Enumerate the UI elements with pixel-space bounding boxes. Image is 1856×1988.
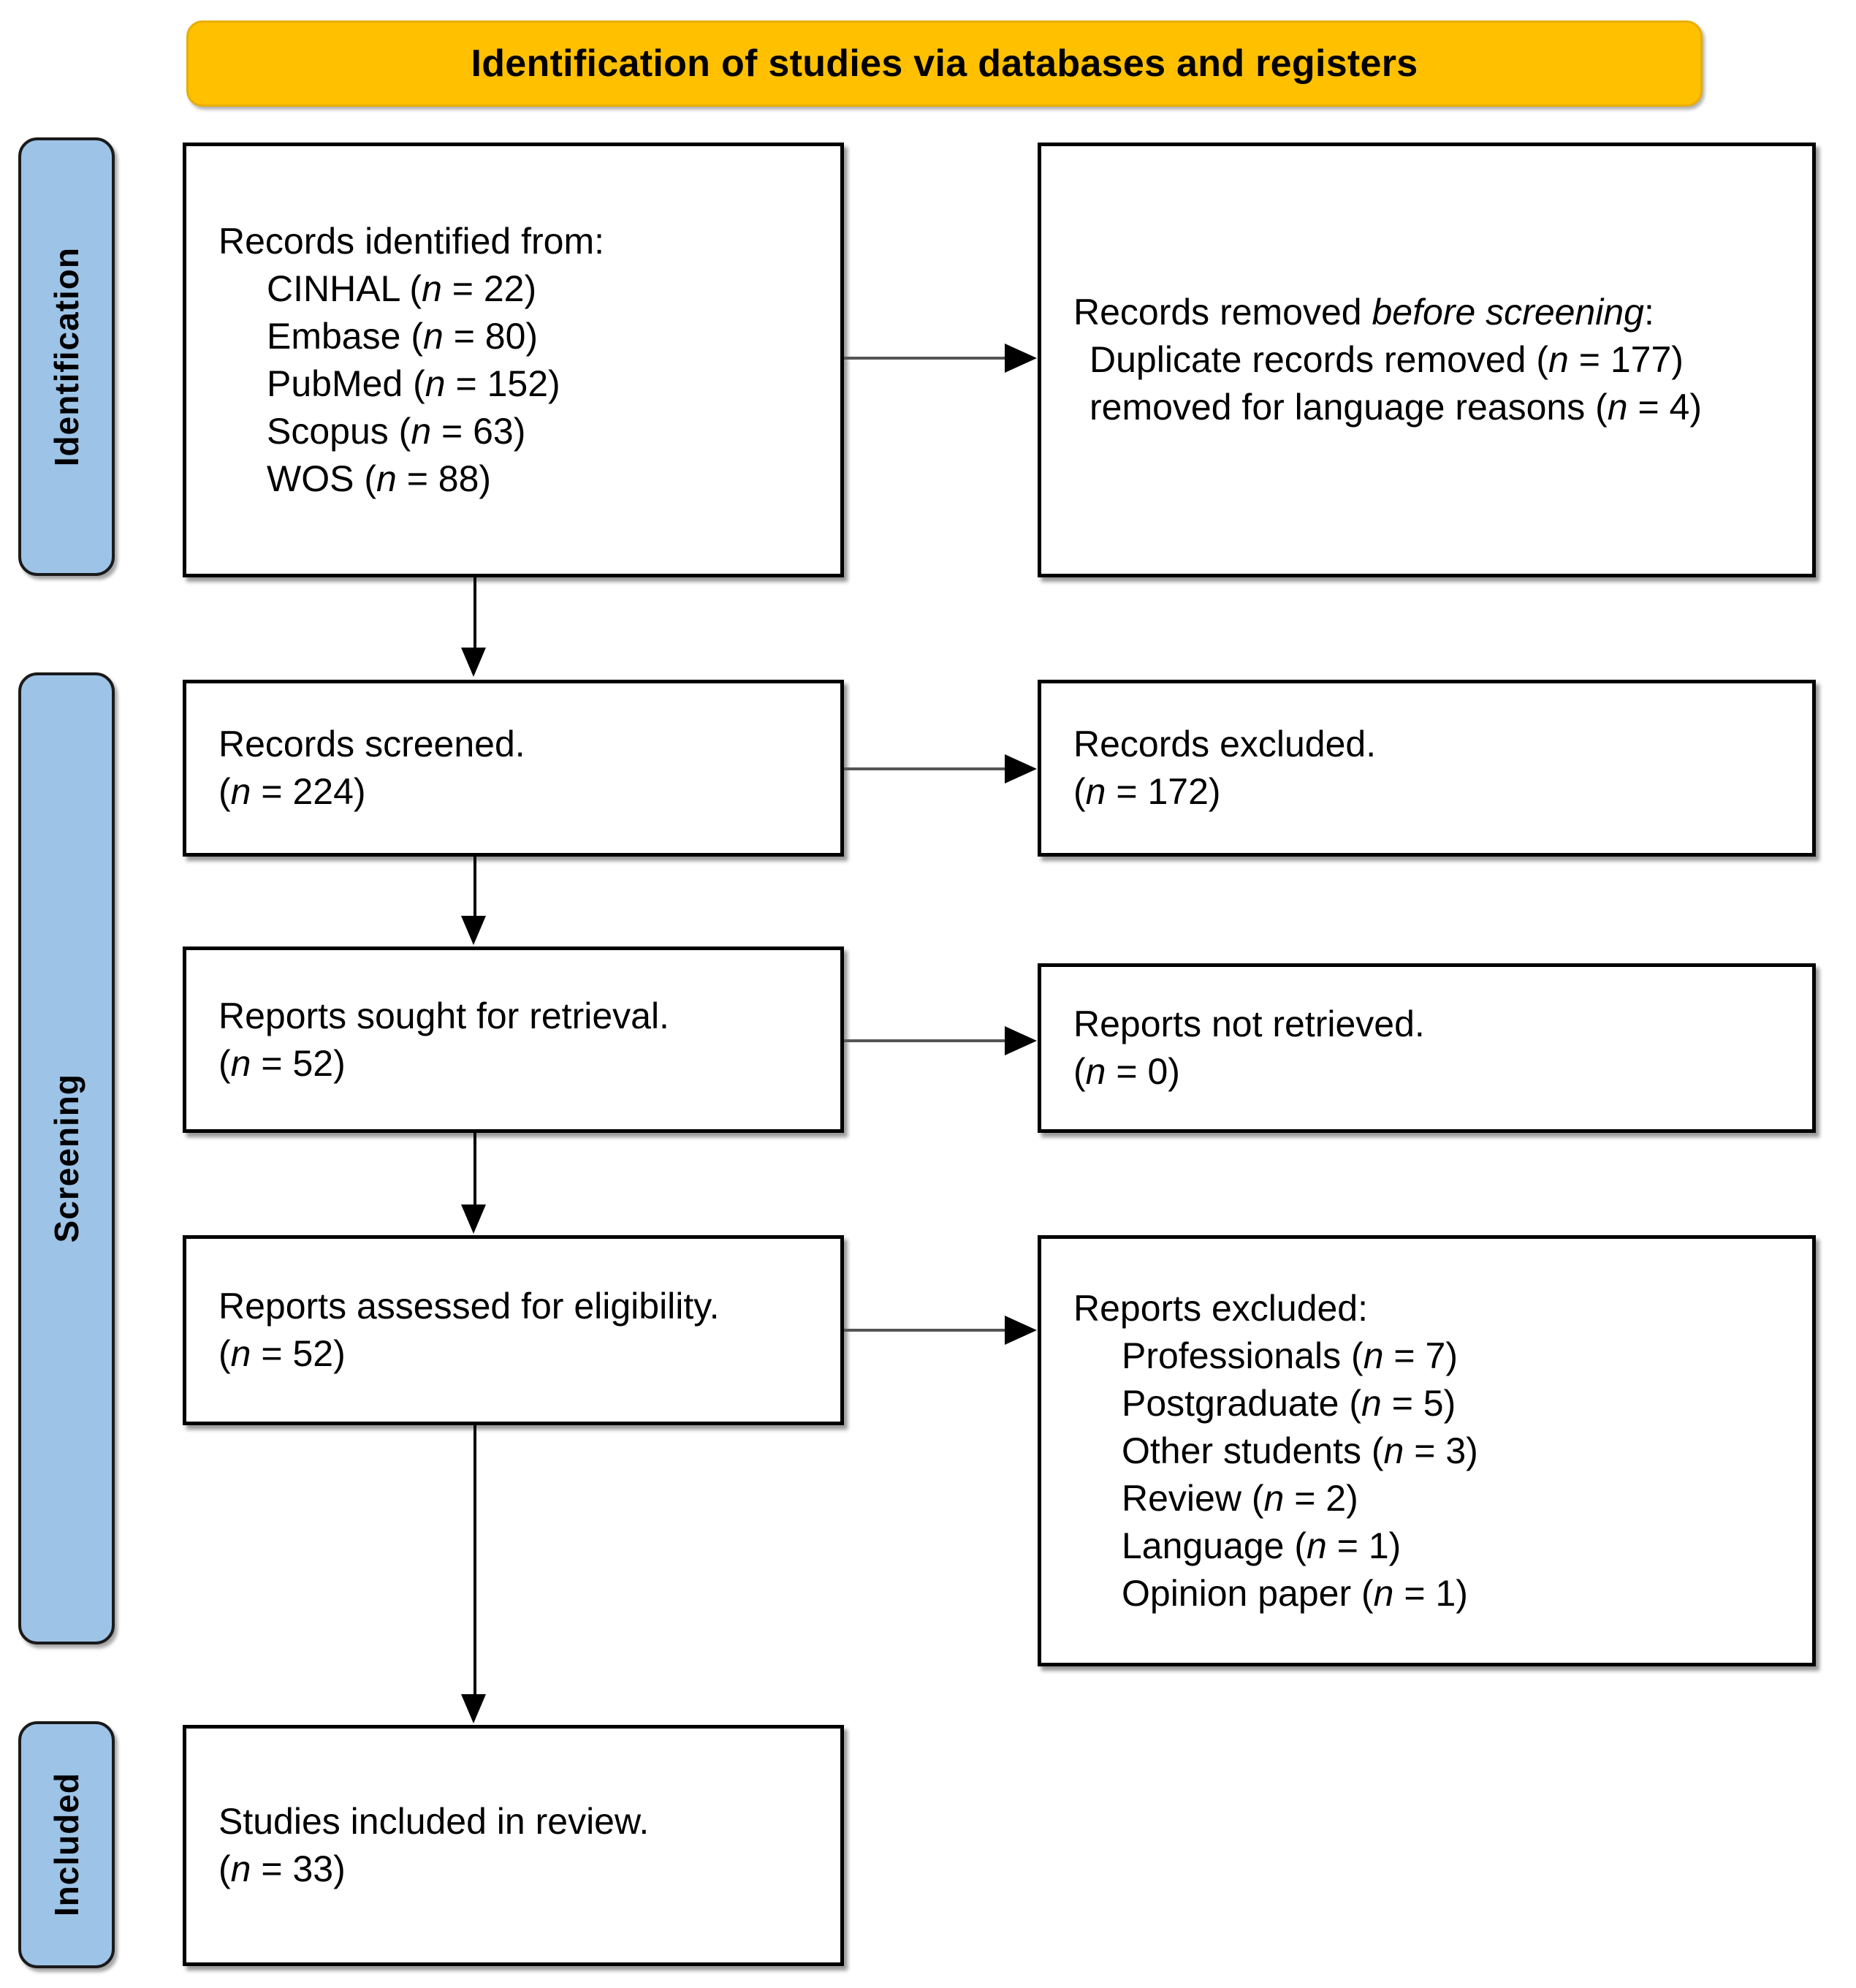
connector-screened-to-excluded	[844, 767, 1006, 770]
arrowhead-down-icon	[461, 1694, 486, 1723]
exclusion-reason-review: Review (n = 2)	[1122, 1477, 1358, 1519]
banner-title: Identification of studies via databases …	[471, 42, 1418, 85]
connector-sought-to-not-retrieved	[844, 1039, 1006, 1042]
box-reports-sought: Reports sought for retrieval. (n = 52)	[183, 946, 844, 1133]
records-removed-heading: Records removed before screening:	[1073, 292, 1654, 333]
arrowhead-down-icon	[461, 916, 486, 945]
removed-row-language: removed for language reasons (n = 4)	[1089, 387, 1703, 428]
box-records-excluded: Records excluded. (n = 172)	[1038, 680, 1816, 857]
records-excluded-count: (n = 172)	[1073, 771, 1221, 812]
studies-included-count: (n = 33)	[218, 1848, 346, 1889]
reports-not-retrieved-count: (n = 0)	[1073, 1051, 1180, 1092]
reports-assessed-label: Reports assessed for eligibility.	[218, 1286, 720, 1327]
stage-tab-identification: Identification	[18, 137, 115, 576]
exclusion-reason-postgraduate: Postgraduate (n = 5)	[1122, 1382, 1456, 1424]
reports-sought-count: (n = 52)	[218, 1042, 346, 1084]
source-row-embase: Embase (n = 80)	[267, 315, 539, 357]
box-records-screened: Records screened. (n = 224)	[183, 680, 844, 857]
stage-tab-included: Included	[18, 1721, 115, 1968]
stage-tab-included-label: Included	[47, 1772, 85, 1917]
exclusion-reason-other-students: Other students (n = 3)	[1122, 1430, 1478, 1471]
diagram-header-banner: Identification of studies via databases …	[186, 20, 1703, 107]
source-row-cinhal: CINHAL (n = 22)	[267, 268, 537, 309]
connector-identified-to-removed	[844, 357, 1006, 360]
arrowhead-down-icon	[461, 648, 486, 677]
exclusion-reason-language: Language (n = 1)	[1122, 1525, 1401, 1566]
box-reports-not-retrieved: Reports not retrieved. (n = 0)	[1038, 963, 1816, 1133]
connector-assessed-to-reports-excluded	[844, 1329, 1006, 1332]
records-excluded-label: Records excluded.	[1073, 724, 1377, 765]
box-studies-included: Studies included in review. (n = 33)	[183, 1725, 844, 1966]
arrowhead-right-icon	[1005, 754, 1037, 784]
removed-row-duplicates: Duplicate records removed (n = 177)	[1089, 339, 1684, 380]
arrowhead-right-icon	[1005, 1316, 1037, 1345]
box-records-removed: Records removed before screening: Duplic…	[1038, 143, 1816, 577]
exclusion-reason-professionals: Professionals (n = 7)	[1122, 1335, 1458, 1376]
exclusion-reason-opinion-paper: Opinion paper (n = 1)	[1122, 1572, 1468, 1614]
records-screened-count: (n = 224)	[218, 771, 366, 812]
arrowhead-right-icon	[1005, 344, 1037, 373]
reports-assessed-count: (n = 52)	[218, 1333, 346, 1374]
reports-not-retrieved-label: Reports not retrieved.	[1073, 1004, 1425, 1044]
box-reports-assessed: Reports assessed for eligibility. (n = 5…	[183, 1235, 844, 1425]
source-row-scopus: Scopus (n = 63)	[267, 410, 526, 452]
arrowhead-right-icon	[1005, 1026, 1037, 1055]
box-records-identified: Records identified from: CINHAL (n = 22)…	[183, 143, 844, 577]
stage-tab-identification-label: Identification	[47, 246, 85, 467]
arrowhead-down-icon	[461, 1204, 486, 1234]
reports-sought-label: Reports sought for retrieval.	[218, 995, 669, 1036]
source-row-wos: WOS (n = 88)	[267, 458, 492, 499]
box-reports-excluded-reasons: Reports excluded: Professionals (n = 7) …	[1038, 1235, 1816, 1666]
connector-identified-to-screened	[473, 577, 476, 650]
stage-tab-screening: Screening	[18, 672, 115, 1644]
reports-excluded-heading: Reports excluded:	[1073, 1287, 1369, 1329]
studies-included-label: Studies included in review.	[218, 1801, 650, 1842]
stage-tab-screening-label: Screening	[47, 1074, 85, 1243]
source-row-pubmed: PubMed (n = 152)	[267, 363, 560, 404]
connector-screened-to-sought	[473, 857, 476, 919]
connector-assessed-to-included	[473, 1425, 476, 1697]
connector-sought-to-assessed	[473, 1133, 476, 1207]
records-screened-label: Records screened.	[218, 724, 525, 765]
records-identified-heading: Records identified from:	[218, 220, 605, 262]
